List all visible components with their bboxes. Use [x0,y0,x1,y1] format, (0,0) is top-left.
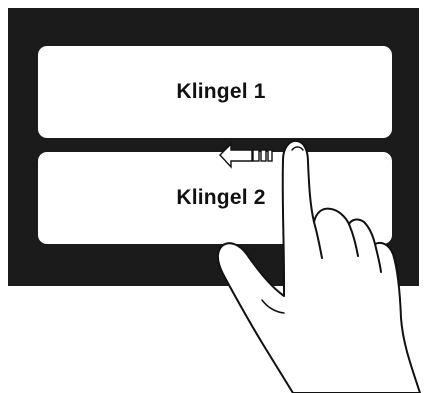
doorbell-2-button[interactable]: Klingel 2 [38,152,392,244]
doorbell-1-button[interactable]: Klingel 1 [38,46,392,138]
doorbell-1-label: Klingel 1 [176,80,265,104]
touch-screen: Klingel 1 Klingel 2 [8,8,419,286]
doorbell-2-label: Klingel 2 [176,186,265,210]
